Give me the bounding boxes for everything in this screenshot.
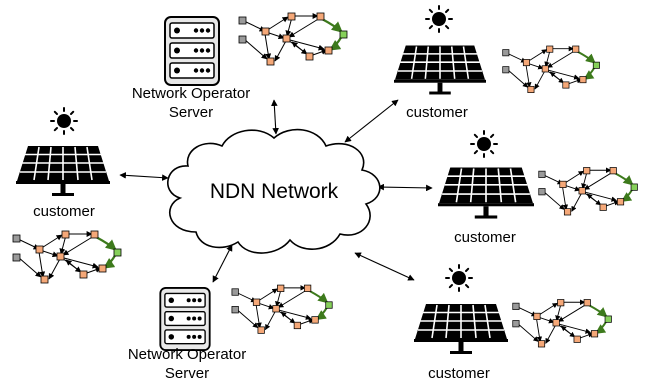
network-graph-icon: [503, 46, 600, 93]
solar-panel-icon: [393, 44, 487, 96]
solar-panel-icon: [15, 145, 111, 197]
sun-icon: [425, 5, 453, 33]
network-graph-icon: [539, 168, 638, 216]
customer-left-label: customer: [33, 203, 95, 220]
cloud-shape: [167, 128, 381, 254]
customer-bottomright: customer: [413, 264, 612, 382]
sun-icon: [470, 130, 498, 158]
cloud-label: NDN Network: [210, 180, 339, 203]
server-bottom-label-line2: Server: [165, 365, 209, 382]
server-rack-icon: [164, 16, 220, 86]
solar-panel-icon: [437, 166, 535, 220]
server-bottom: Network Operator Server: [128, 285, 332, 382]
customer-topright: customer: [393, 5, 600, 121]
server-rack-icon: [159, 286, 211, 352]
server-top: Network Operator Server: [132, 13, 347, 121]
customer-topright-label: customer: [406, 104, 468, 121]
customer-left: customer: [13, 107, 121, 283]
network-graph-icon: [13, 231, 121, 283]
network-graph-icon: [513, 300, 612, 348]
arrow-bottomright-customer-to-cloud: [354, 252, 415, 281]
network-graph-icon: [239, 13, 347, 65]
network-graph-icon: [232, 285, 332, 333]
arrow-right-customer-to-cloud: [377, 183, 433, 192]
connection-arrows: [119, 99, 433, 283]
server-bottom-label-line1: Network Operator: [128, 346, 246, 363]
arrow-topright-customer-to-cloud: [344, 99, 399, 143]
arrow-left-customer-to-cloud: [119, 172, 169, 181]
solar-panel-icon: [413, 303, 509, 355]
server-top-label-line1: Network Operator: [132, 85, 250, 102]
customer-bottomright-label: customer: [428, 365, 490, 382]
customer-right: customer: [437, 130, 638, 246]
customer-right-label: customer: [454, 229, 516, 246]
ndn-network-cloud: NDN Network: [167, 128, 381, 254]
arrow-top-server-to-cloud: [271, 99, 279, 135]
arrow-bottom-server-to-cloud: [212, 244, 233, 283]
sun-icon: [445, 264, 473, 292]
server-top-label-line2: Server: [169, 104, 213, 121]
sun-icon: [50, 107, 78, 135]
